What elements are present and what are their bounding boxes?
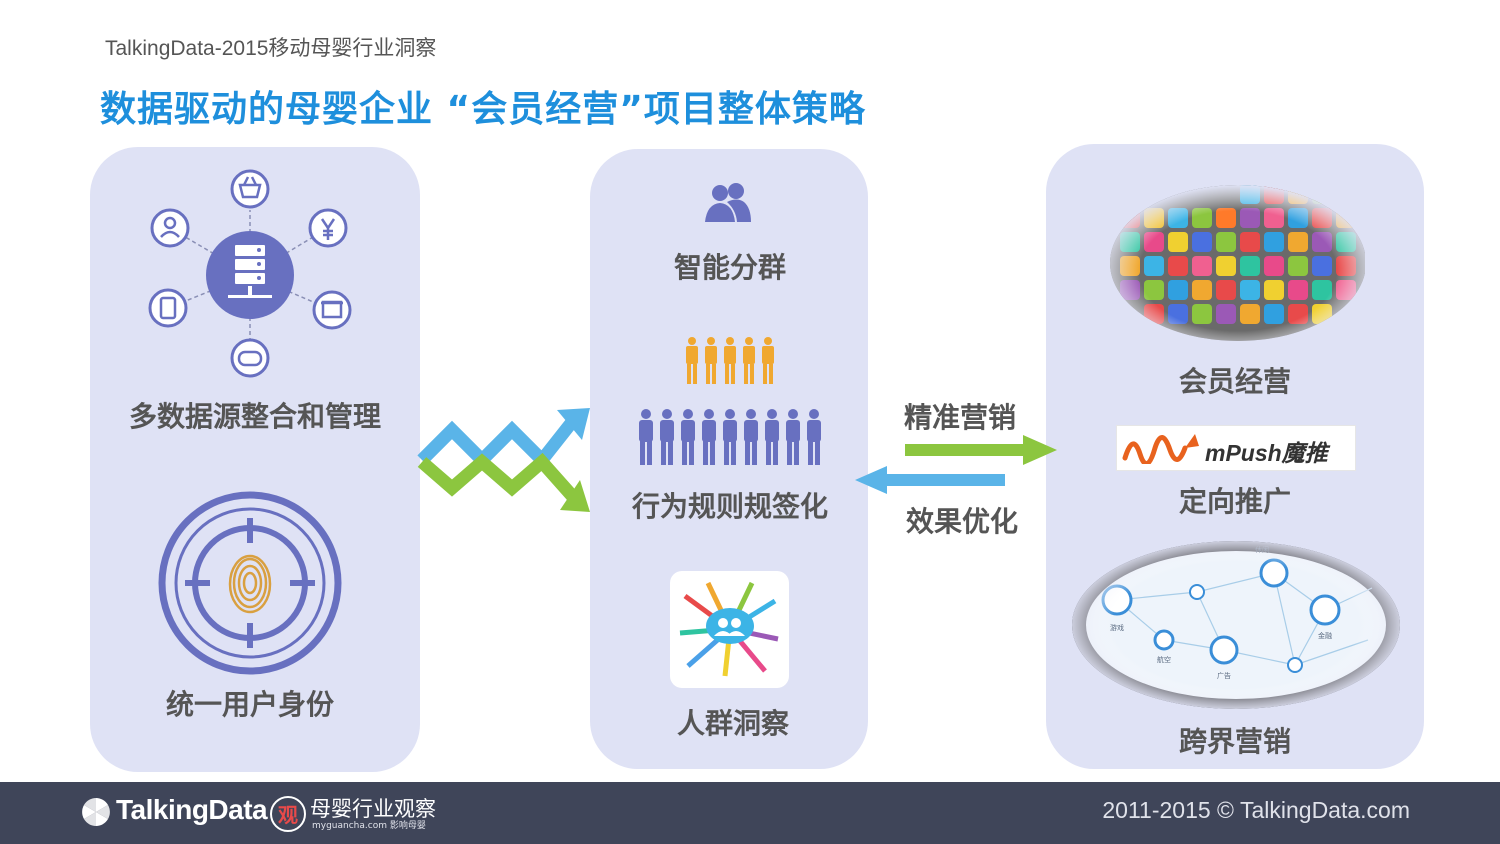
- member-operation-label: 会员经营: [1150, 360, 1320, 400]
- fingerprint-target-icon: [155, 488, 345, 678]
- smart-segment-label: 智能分群: [640, 246, 820, 286]
- effect-optimization-label: 效果优化: [887, 500, 1037, 540]
- behavior-tagging-label: 行为规则规签化: [620, 485, 840, 525]
- orange-people-icon: [683, 336, 777, 386]
- purple-people-icon: [637, 408, 825, 466]
- precision-marketing-label: 精准营销: [885, 396, 1035, 436]
- partner-url: myguancha.com 影响母婴: [312, 818, 426, 831]
- copyright-text: 2011-2015 © TalkingData.com: [1102, 797, 1410, 824]
- cross-border-marketing-label: 跨界营销: [1150, 720, 1320, 760]
- multi-source-label: 多数据源整合和管理: [120, 395, 390, 435]
- crowd-insight-label: 人群洞察: [640, 702, 826, 742]
- targeted-promotion-label: 定向推广: [1150, 480, 1320, 520]
- partner-logo-char: 观: [270, 799, 306, 828]
- zigzag-arrows-icon: [412, 400, 597, 520]
- cross-industry-network-image: 游戏 航空 广告 金融 休闲: [1072, 540, 1400, 710]
- mpush-wave-icon: [1122, 430, 1207, 464]
- back-arrow-icon: [855, 466, 1005, 494]
- data-source-hub-icon: [140, 165, 370, 385]
- mpush-brand-text: mPush魔推: [1205, 434, 1328, 468]
- crowd-insight-icon: [670, 571, 789, 688]
- unified-identity-label: 统一用户身份: [120, 683, 380, 723]
- deck-subtitle: TalkingData-2015移动母婴行业洞察: [105, 32, 436, 62]
- app-mosaic-image: [1110, 168, 1365, 343]
- group-users-icon: [703, 180, 753, 230]
- slide-title: 数据驱动的母婴企业 “会员经营”项目整体策略: [100, 80, 866, 132]
- forward-arrow-icon: [905, 435, 1057, 465]
- talkingdata-logo-icon: [80, 796, 112, 828]
- talkingdata-logo-text: TalkingData: [116, 794, 267, 826]
